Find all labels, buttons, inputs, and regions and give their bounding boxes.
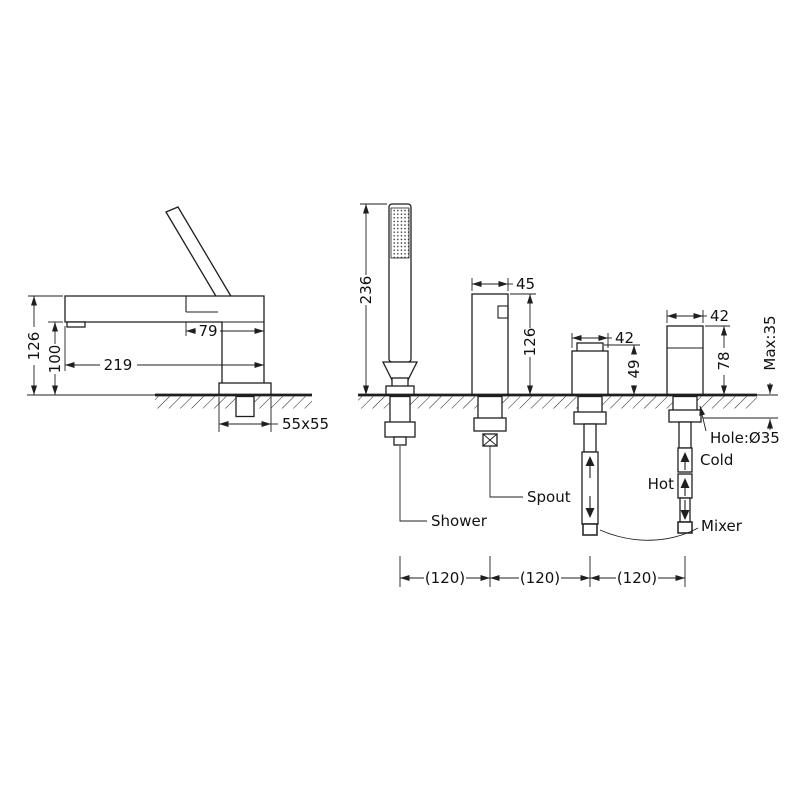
diverter-body (571, 350, 609, 396)
dim-deck-thickness-label: Max:35 (761, 315, 779, 370)
spout-nut (473, 417, 507, 432)
spout-aerator (497, 305, 509, 319)
dim-hole-size-label: Hole:Ø35 (710, 429, 780, 447)
dim-spout-height-label: 126 (521, 328, 539, 357)
dim-base-size-label: 55x55 (282, 415, 329, 433)
cold-label: Cold (700, 451, 733, 469)
dim-spacing-1-label: (120) (425, 569, 465, 587)
dim-spacing-3-label: (120) (617, 569, 657, 587)
dim-valve-height-label: 78 (715, 351, 733, 370)
hot-label: Hot (648, 475, 674, 493)
dim-spacing-2-label: (120) (520, 569, 560, 587)
front-view-dimensions: 236 45 126 42 49 42 78 (357, 203, 780, 447)
side-view-faucet (64, 206, 272, 418)
diverter-valve (571, 342, 609, 536)
spout-label: Spout (527, 488, 571, 506)
faucet-handle (165, 206, 233, 304)
mixer-label: Mixer (701, 517, 743, 535)
dim-valve-width-label: 42 (710, 307, 729, 325)
faucet-base-plate (218, 382, 272, 396)
shower-nut (384, 421, 416, 438)
hand-shower-spray-face (390, 207, 410, 259)
faucet-body (64, 295, 265, 389)
hot-flow-arrow-icon (680, 478, 690, 488)
shower-holder (381, 361, 419, 381)
connection-labels: Shower Spout Cold Hot Mixer (399, 446, 743, 541)
dim-handle-offset-label: 79 (198, 322, 217, 340)
dim-spout-width-label: 45 (516, 275, 535, 293)
bath-spout (471, 293, 509, 447)
diverter-nut (573, 411, 607, 425)
dim-total-height-label: 126 (25, 332, 43, 361)
dim-shower-height-label: 236 (357, 276, 375, 305)
spacing-dimensions: (120) (120) (120) (399, 556, 686, 587)
mixer-hose-end (677, 521, 693, 534)
flow-up-arrow-icon (585, 456, 595, 466)
hand-shower (381, 203, 419, 446)
mixed-flow-arrow-icon (680, 510, 690, 520)
dim-diverter-width-label: 42 (615, 329, 634, 347)
spout-body (471, 293, 509, 396)
diverter-hose-end (582, 523, 598, 536)
flow-down-arrow-icon (585, 508, 595, 518)
mixer-nut (668, 409, 702, 423)
cold-flow-arrow-icon (680, 452, 690, 462)
faucet-shank (235, 395, 255, 418)
mixer-body (666, 325, 704, 396)
dim-body-height-label: 100 (46, 345, 64, 374)
dim-diverter-height-label: 49 (625, 359, 643, 378)
side-view-dimensions: 126 100 219 79 55x55 (25, 295, 329, 433)
mixer-valve (666, 325, 704, 534)
faucet-aerator (66, 321, 86, 328)
shower-label: Shower (431, 512, 488, 530)
dim-spout-reach-label: 219 (104, 356, 133, 374)
deck-section-hatching (155, 396, 757, 409)
